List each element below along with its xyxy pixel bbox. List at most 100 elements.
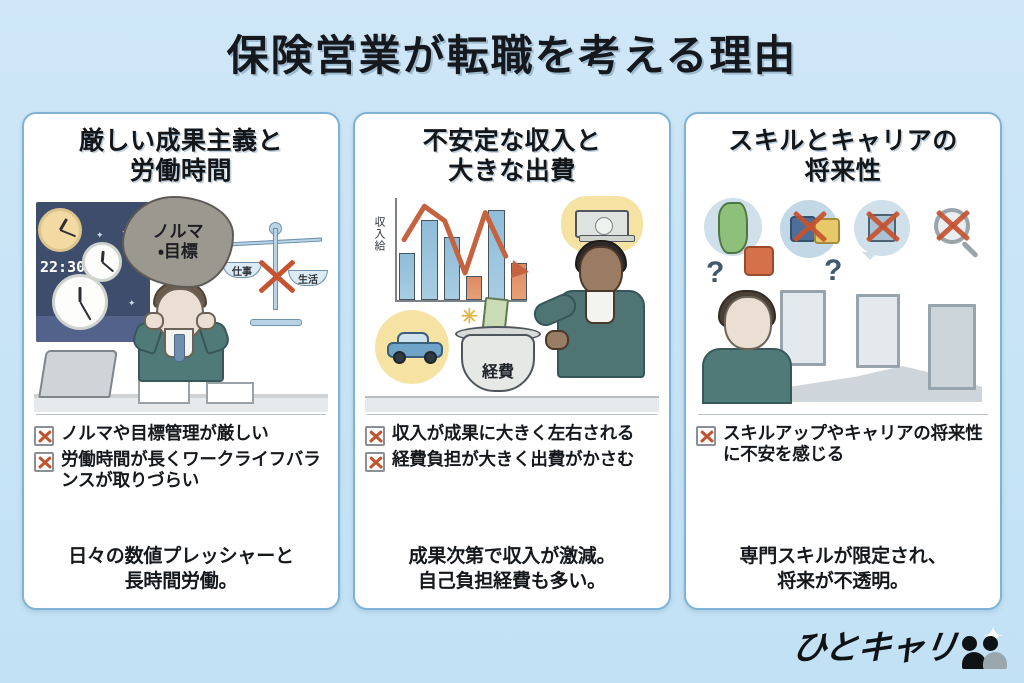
card-2-summary: 成果次第で収入が激減。 自己負担経費も多い。 — [365, 545, 659, 598]
expense-pot-icon: 経費 — [461, 334, 535, 392]
paper-icon — [206, 382, 254, 404]
map-icon — [718, 202, 748, 254]
bullet-text: ノルマや目標管理が厳しい — [61, 423, 269, 443]
puzzle-piece-icon — [744, 246, 774, 276]
stressed-person-illustration — [126, 276, 234, 382]
list-item: スキルアップやキャリアの将来性に不安を感じる — [696, 423, 990, 466]
person-silhouette — [983, 636, 1007, 669]
x-checkbox-icon — [696, 426, 716, 446]
card-3-title: スキルとキャリアの 将来性 — [696, 122, 990, 188]
card-2-title-line2: 大きな出費 — [448, 157, 576, 185]
star-icon: ✦ — [96, 230, 104, 240]
page-title: 保険営業が転職を考える理由 — [226, 32, 798, 79]
card-3-title-line2: 将来性 — [804, 157, 882, 185]
card-3-bullets: スキルアップやキャリアの将来性に不安を感じる — [696, 423, 990, 469]
door-icon — [856, 294, 900, 368]
door-icon — [928, 304, 976, 390]
star-icon: ✦ — [128, 298, 136, 308]
reason-cards-container: 厳しい成果主義と 労働時間 ✦ ✦ 22:30 ノルマ ・目標 — [22, 112, 1002, 610]
question-mark-icon: ? — [824, 254, 843, 287]
card-3-illustration: ? ? — [696, 194, 990, 412]
bullet-text: 収入が成果に大きく左右される — [392, 423, 635, 443]
reason-card-3[interactable]: スキルとキャリアの 将来性 ? ? — [684, 112, 1002, 610]
banknotes-icon — [575, 210, 635, 242]
person-silhouette — [962, 636, 986, 669]
card-2-title: 不安定な収入と 大きな出費 — [365, 122, 659, 188]
card-2-illustration: 収入給 ✳ 経費 — [365, 194, 659, 412]
summary-line1: 日々の数値プレッシャーと — [68, 546, 294, 568]
businessperson-illustration — [530, 240, 653, 396]
card-3-title-line1: スキルとキャリアの — [728, 127, 958, 155]
chart-bar — [465, 275, 483, 300]
clock-icon — [38, 208, 82, 252]
person-head — [579, 246, 623, 296]
person-body-shape — [962, 652, 986, 669]
card-2-title-line1: 不安定な収入と — [422, 127, 602, 155]
card-1-title-line1: 厳しい成果主義と — [78, 127, 283, 155]
x-checkbox-icon — [365, 426, 385, 446]
summary-line1: 専門スキルが限定され、 — [739, 546, 947, 568]
summary-line2: 長時間労働。 — [124, 570, 238, 592]
rock-label-line1: ノルマ — [152, 222, 204, 242]
work-life-balance-scale-icon: 仕事 生活 — [222, 220, 328, 330]
person-head — [724, 296, 772, 350]
door-icon — [780, 290, 826, 366]
car-wheel — [424, 351, 437, 364]
bullet-text: 労働時間が長くワークライフバランスが取りづらい — [61, 449, 321, 491]
person-body-shape — [983, 652, 1007, 669]
scale-base — [250, 319, 302, 326]
card-1-title: 厳しい成果主義と 労働時間 — [34, 122, 328, 188]
logo-text: ひとキャリ — [789, 629, 960, 667]
reason-card-2[interactable]: 不安定な収入と 大きな出費 収入給 — [353, 112, 671, 610]
list-item: ノルマや目標管理が厳しい — [34, 423, 328, 446]
card-3-summary: 専門スキルが限定され、 将来が不透明。 — [696, 545, 990, 598]
x-checkbox-icon — [365, 452, 385, 472]
chart-bars — [399, 198, 527, 300]
bullet-text: 経費負担が大きく出費がかさむ — [392, 449, 635, 469]
chart-x-axis — [395, 300, 527, 302]
desk-surface — [365, 396, 659, 412]
red-x-icon — [254, 254, 298, 298]
rock-label-line2: ・目標 — [158, 242, 198, 261]
clock-icon — [52, 274, 108, 330]
card-1-divider — [36, 414, 326, 415]
chart-bar — [399, 253, 416, 300]
three-doors-illustration — [780, 286, 986, 402]
person-head-shape — [983, 636, 998, 651]
quota-rock-icon: ノルマ ・目標 — [122, 196, 234, 288]
question-mark-icon: ? — [706, 256, 725, 289]
person-head-shape — [962, 636, 977, 651]
people-icon: ✦ — [962, 621, 1008, 669]
summary-line1: 成果次第で収入が激減。 — [408, 546, 616, 568]
list-item: 経費負担が大きく出費がかさむ — [365, 449, 659, 472]
chart-y-axis-label: 収入給 — [373, 216, 385, 252]
red-x-icon — [932, 206, 972, 246]
summary-line2: 将来が不透明。 — [777, 570, 909, 592]
chart-trend-arrow — [401, 203, 529, 278]
chart-y-axis — [395, 198, 397, 302]
digital-clock-time: 22:30 — [40, 258, 86, 276]
income-bar-chart: 収入給 — [373, 198, 529, 310]
car-wheel — [393, 351, 406, 364]
person-shirt — [585, 290, 615, 324]
reason-card-1[interactable]: 厳しい成果主義と 労働時間 ✦ ✦ 22:30 ノルマ ・目標 — [22, 112, 340, 610]
person-facing-doors-illustration — [702, 290, 794, 404]
brand-logo[interactable]: ひとキャリ ✦ — [789, 620, 1008, 669]
person-hand-right — [196, 312, 216, 330]
card-2-divider — [367, 414, 657, 415]
x-checkbox-icon — [34, 452, 54, 472]
laptop-icon — [38, 350, 118, 398]
card-2-bullets: 収入が成果に大きく左右される 経費負担が大きく出費がかさむ — [365, 423, 659, 475]
red-x-icon — [862, 207, 902, 247]
person-hand — [545, 330, 569, 350]
summary-line2: 自己負担経費も多い。 — [417, 570, 606, 592]
sparkle-icon: ✳ — [461, 306, 478, 328]
car-icon — [387, 332, 443, 364]
card-1-summary: 日々の数値プレッシャーと 長時間労働。 — [34, 545, 328, 598]
card-1-title-line2: 労働時間 — [129, 157, 232, 185]
person-body — [702, 348, 792, 404]
list-item: 収入が成果に大きく左右される — [365, 423, 659, 446]
card-3-divider — [698, 414, 988, 415]
person-hand-left — [144, 312, 164, 330]
person-necktie — [174, 334, 185, 362]
